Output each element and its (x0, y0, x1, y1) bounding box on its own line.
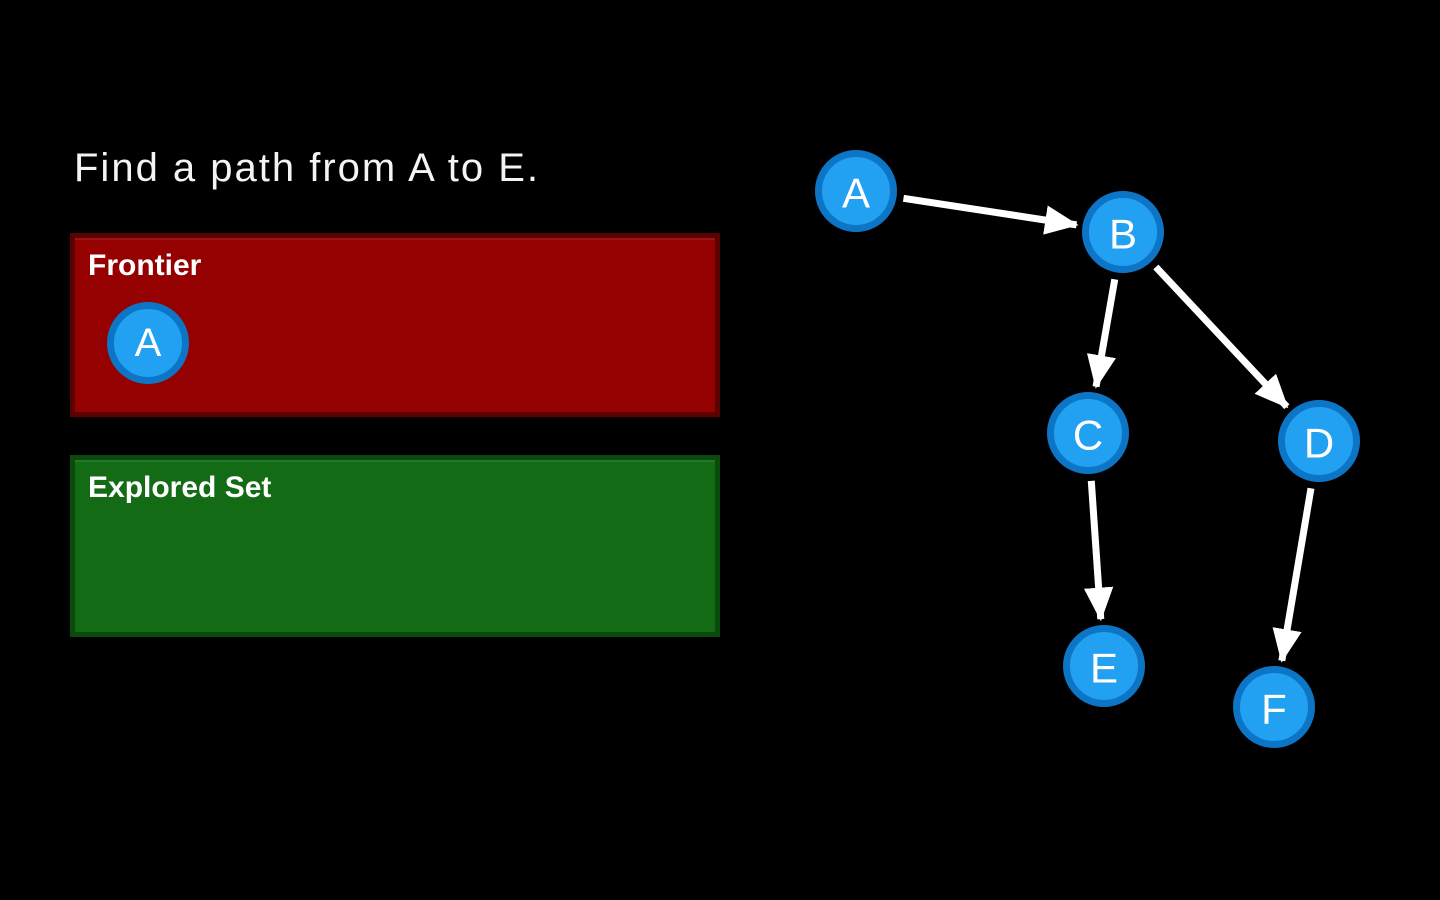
explored-set-panel-label: Explored Set (88, 471, 272, 504)
graph-node-label: D (1304, 420, 1334, 467)
slide-title: Find a path from A to E. (74, 146, 541, 190)
frontier-node-A: A (107, 302, 189, 384)
graph-node-A: A (815, 150, 897, 232)
graph-node-label: B (1109, 211, 1137, 258)
node-letter: A (134, 320, 162, 365)
graph-node-label: E (1090, 645, 1118, 692)
graph-edge-B-C (1086, 278, 1119, 389)
graph-node-circle (815, 150, 897, 232)
graph-node-F: F (1233, 666, 1315, 748)
graph-node-circle (1233, 666, 1315, 748)
graph-node-circle (1082, 191, 1164, 273)
graph-node-C: C (1047, 392, 1129, 474)
frontier-panel-label: Frontier (88, 249, 202, 282)
graph-node-label: C (1073, 412, 1103, 459)
graph-node-label: F (1261, 686, 1287, 733)
graph-node-circle (1278, 400, 1360, 482)
graph-node-D: D (1278, 400, 1360, 482)
graph-edge-C-E (1083, 480, 1114, 622)
explored-set-panel: Explored Set (70, 455, 720, 637)
frontier-panel: Frontier A (70, 233, 720, 417)
frontier-items: A (75, 238, 715, 412)
graph-edge-B-D (1153, 264, 1290, 410)
graph-node-circle (1063, 625, 1145, 707)
graph-node-circle (1047, 392, 1129, 474)
graph-node-E: E (1063, 625, 1145, 707)
graph-node-label: A (842, 170, 870, 217)
graph-edge-A-B (902, 194, 1079, 235)
graph-edge-D-F (1272, 487, 1315, 663)
graph-node-B: B (1082, 191, 1164, 273)
